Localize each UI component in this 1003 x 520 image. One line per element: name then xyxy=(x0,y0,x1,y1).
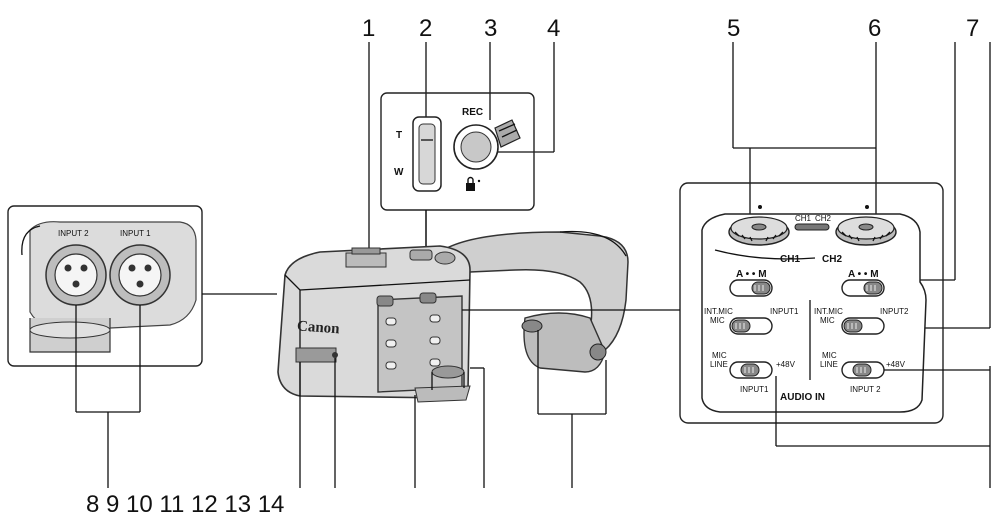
ch1-am-label: A • • M xyxy=(736,269,767,280)
callout-7: 7 xyxy=(966,15,979,42)
callout-bottom-row: 8 9 10 11 12 13 14 xyxy=(86,491,284,518)
ch1-48v-label: +48V xyxy=(776,360,796,369)
ch1-dial-top-label: CH1 xyxy=(795,214,812,223)
inset-input2-label: INPUT 2 xyxy=(58,229,89,238)
inset-input1-label: INPUT 1 xyxy=(120,229,151,238)
callout-3: 3 xyxy=(484,15,497,42)
rec-lock-lever xyxy=(494,119,521,148)
ch2-intmic-label: INT.MIC xyxy=(814,307,843,316)
ch2-mic-label: MIC xyxy=(820,316,835,325)
ch1-level-dial xyxy=(728,216,790,246)
ch2-dial-top-label: CH2 xyxy=(815,214,832,223)
callout-6: 6 xyxy=(868,15,881,42)
audio-control-panel: CH1 CH2 CH1 CH2 A • • M A • • M INT.MIC … xyxy=(679,182,944,424)
ch1-label: CH1 xyxy=(780,254,800,265)
ch1-mic-line-switch xyxy=(729,361,773,379)
xlr-jack-input1 xyxy=(109,244,171,306)
connector-lines xyxy=(425,210,680,311)
xlr-input-inset: INPUT 2 INPUT 1 xyxy=(7,205,277,367)
callout-1: 1 xyxy=(362,15,375,42)
callout-4: 4 xyxy=(547,15,560,42)
ch2-line-label: LINE xyxy=(820,360,838,369)
bottom-leader-lines xyxy=(75,305,991,488)
input2-bottom-label: INPUT 2 xyxy=(850,385,881,394)
rec-label: REC xyxy=(462,107,483,118)
zoom-t-label: T xyxy=(396,130,402,141)
ch1-line-label: LINE xyxy=(710,360,728,369)
audio-in-label: AUDIO IN xyxy=(780,392,825,403)
ch1-input-select-switch xyxy=(729,317,773,335)
zoom-rec-inset: T W REC xyxy=(380,92,535,211)
ch2-input2-sel-label: INPUT2 xyxy=(880,307,909,316)
ch2-input-select-switch xyxy=(841,317,885,335)
zoom-w-label: W xyxy=(394,167,404,178)
ch1-mic-label: MIC xyxy=(710,316,725,325)
callout-5: 5 xyxy=(727,15,740,42)
ch1-intmic-label: INT.MIC xyxy=(704,307,733,316)
handle-unit-illustration: Canon xyxy=(277,230,629,403)
ch1-mic-line-mic-label: MIC xyxy=(712,351,727,360)
ch2-am-label: A • • M xyxy=(848,269,879,280)
ch2-48v-label: +48V xyxy=(886,360,906,369)
ch2-label: CH2 xyxy=(822,254,842,265)
input1-bottom-label: INPUT1 xyxy=(740,385,769,394)
ch1-input1-sel-label: INPUT1 xyxy=(770,307,799,316)
ch2-mic-line-switch xyxy=(841,361,885,379)
ch2-level-dial xyxy=(835,216,897,246)
ch2-auto-manual-switch xyxy=(841,279,885,297)
xlr-jack-input2 xyxy=(45,244,107,306)
lock-icon xyxy=(466,176,481,191)
ch1-auto-manual-switch xyxy=(729,279,773,297)
ch2-mic-line-mic-label: MIC xyxy=(822,351,837,360)
callout-2: 2 xyxy=(419,15,432,42)
brand-logo: Canon xyxy=(296,318,340,337)
